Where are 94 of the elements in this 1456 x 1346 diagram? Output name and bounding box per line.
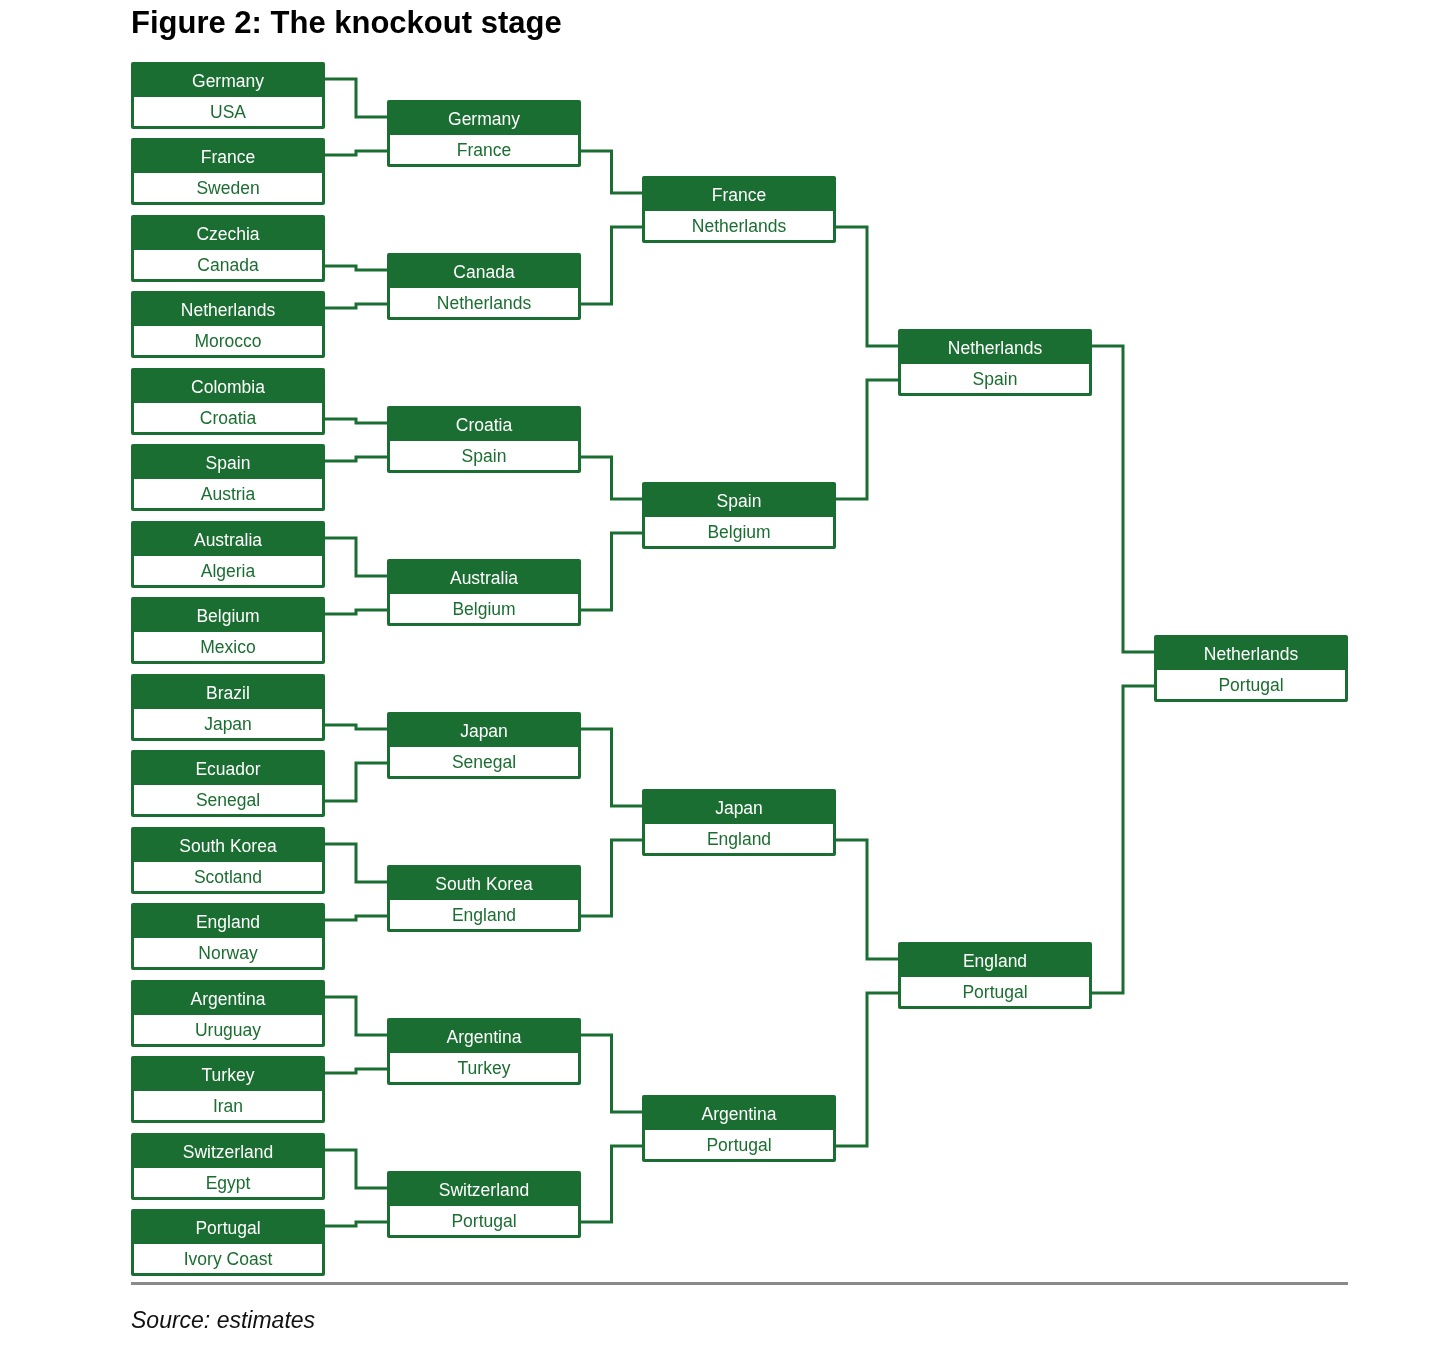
match-box bbox=[387, 865, 581, 932]
match-box bbox=[898, 329, 1092, 396]
match-box bbox=[131, 521, 325, 588]
bracket-line bbox=[1092, 684, 1154, 995]
bracket-line bbox=[836, 838, 898, 961]
bracket-line bbox=[325, 995, 387, 1037]
team-name: France bbox=[645, 179, 833, 211]
match-box bbox=[1154, 635, 1348, 702]
team-name: South Korea bbox=[134, 830, 322, 862]
team-name: Japan bbox=[645, 792, 833, 824]
bracket-line bbox=[325, 77, 387, 119]
figure-title: Figure 2: The knockout stage bbox=[131, 5, 562, 41]
match-box bbox=[131, 903, 325, 970]
team-name: Argentina bbox=[645, 1098, 833, 1130]
team-name: Colombia bbox=[134, 371, 322, 403]
team-name: England bbox=[901, 945, 1089, 977]
match-box bbox=[387, 559, 581, 626]
match-box bbox=[642, 1095, 836, 1162]
match-box bbox=[131, 215, 325, 282]
match-box bbox=[387, 406, 581, 473]
match-box bbox=[131, 1056, 325, 1123]
match-box bbox=[131, 597, 325, 664]
bracket-line bbox=[325, 1067, 387, 1075]
match-box bbox=[898, 942, 1092, 1009]
match-box bbox=[387, 1171, 581, 1238]
bracket-line bbox=[1092, 344, 1154, 654]
team-name: Australia bbox=[134, 524, 322, 556]
bracket-line bbox=[325, 149, 387, 157]
bracket-line bbox=[325, 761, 387, 803]
bracket-line bbox=[325, 536, 387, 578]
match-box bbox=[387, 100, 581, 167]
match-box bbox=[131, 368, 325, 435]
bracket-line bbox=[325, 264, 387, 272]
bracket-line bbox=[325, 417, 387, 425]
bracket-line bbox=[581, 531, 642, 612]
match-box bbox=[131, 750, 325, 817]
team-name: Australia bbox=[390, 562, 578, 594]
bracket-line bbox=[836, 225, 898, 348]
bracket-line bbox=[581, 225, 642, 306]
bracket-line bbox=[325, 455, 387, 463]
match-box bbox=[131, 827, 325, 894]
team-name: Brazil bbox=[134, 677, 322, 709]
team-name: Spain bbox=[645, 485, 833, 517]
match-box bbox=[131, 1133, 325, 1200]
team-name: Netherlands bbox=[134, 294, 322, 326]
team-name: France bbox=[134, 141, 322, 173]
team-name: Belgium bbox=[134, 600, 322, 632]
bracket-line bbox=[581, 149, 642, 195]
team-name: Croatia bbox=[390, 409, 578, 441]
match-box bbox=[642, 482, 836, 549]
team-name: Portugal bbox=[134, 1212, 322, 1244]
bracket-line bbox=[581, 455, 642, 501]
match-box bbox=[642, 176, 836, 243]
match-box bbox=[387, 712, 581, 779]
bracket-line bbox=[325, 914, 387, 922]
match-box bbox=[131, 444, 325, 511]
match-box bbox=[131, 674, 325, 741]
match-box bbox=[131, 62, 325, 129]
match-box bbox=[131, 1209, 325, 1276]
bracket-line bbox=[581, 727, 642, 808]
team-name: England bbox=[134, 906, 322, 938]
match-box bbox=[387, 253, 581, 320]
team-name: Canada bbox=[390, 256, 578, 288]
bracket-line bbox=[325, 1220, 387, 1228]
bracket-line bbox=[325, 723, 387, 731]
match-box bbox=[131, 138, 325, 205]
team-name: Ecuador bbox=[134, 753, 322, 785]
bracket-line bbox=[836, 378, 898, 501]
team-name: Spain bbox=[134, 447, 322, 479]
team-name: Argentina bbox=[390, 1021, 578, 1053]
team-name: Czechia bbox=[134, 218, 322, 250]
bracket-line bbox=[325, 842, 387, 884]
team-name: Switzerland bbox=[134, 1136, 322, 1168]
bracket-line bbox=[325, 1148, 387, 1190]
match-box bbox=[387, 1018, 581, 1085]
bracket-line bbox=[581, 1144, 642, 1224]
bracket-line bbox=[581, 838, 642, 918]
team-name: Argentina bbox=[134, 983, 322, 1015]
team-name: Switzerland bbox=[390, 1174, 578, 1206]
match-box bbox=[642, 789, 836, 856]
team-name: Netherlands bbox=[1157, 638, 1345, 670]
team-name: Turkey bbox=[134, 1059, 322, 1091]
bracket-line bbox=[836, 991, 898, 1148]
match-box bbox=[131, 980, 325, 1047]
bracket-line bbox=[581, 1033, 642, 1114]
team-name: Germany bbox=[390, 103, 578, 135]
bracket-line bbox=[325, 302, 387, 310]
source-note: Source: estimates bbox=[131, 1307, 316, 1334]
match-box bbox=[131, 291, 325, 358]
bracket-line bbox=[325, 608, 387, 616]
team-name: Netherlands bbox=[901, 332, 1089, 364]
team-name: Japan bbox=[390, 715, 578, 747]
team-name: South Korea bbox=[390, 868, 578, 900]
team-name: Germany bbox=[134, 65, 322, 97]
